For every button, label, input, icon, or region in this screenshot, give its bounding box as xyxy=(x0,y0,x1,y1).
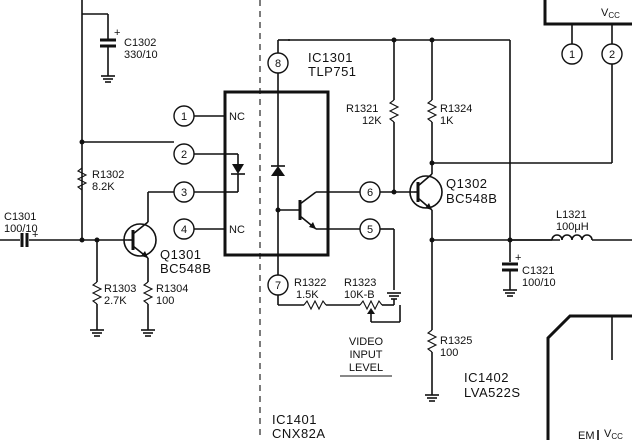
vcc-bottom-sub: CC xyxy=(611,432,623,440)
r1304-value: 100 xyxy=(156,295,174,307)
c1301-plus: + xyxy=(32,229,38,241)
pin-4-label: 4 xyxy=(181,224,187,236)
vcc-bottom-label: VCC xyxy=(604,428,623,440)
r1323-value: 10K-B xyxy=(344,289,375,301)
r1302-value: 8.2K xyxy=(92,181,115,193)
ic1301-led xyxy=(225,153,245,193)
tr-pin-2-label: 2 xyxy=(609,49,615,61)
r1325-ref: R1325 xyxy=(440,335,472,347)
r1321-ref: R1321 xyxy=(346,103,378,115)
c1301-ref: C1301 xyxy=(4,211,36,223)
r1302-ref: R1302 xyxy=(92,169,124,181)
em-label: EM xyxy=(578,430,595,440)
q1301-ref: Q1301 xyxy=(160,247,202,262)
r1303-ref: R1303 xyxy=(104,283,136,295)
c1301-value: 100/10 xyxy=(4,223,38,235)
pin-6-label: 6 xyxy=(367,187,373,199)
vcc-top-label: VCC xyxy=(601,7,620,20)
vcc-top-sub: CC xyxy=(608,11,620,20)
r1323-ref: R1323 xyxy=(344,277,376,289)
l1321-ref: L1321 xyxy=(556,209,587,221)
pin-circles xyxy=(173,43,623,296)
video-label-line1: VIDEO xyxy=(349,336,384,348)
ic1402-part: LVA522S xyxy=(464,385,521,400)
q1301-part: BC548B xyxy=(160,261,211,276)
ic1301-part: TLP751 xyxy=(308,64,357,79)
r1325-value: 100 xyxy=(440,347,458,359)
nc-label-pin4: NC xyxy=(229,224,245,236)
l1321-value: 100μH xyxy=(556,221,589,233)
vcc-bottom-v: V xyxy=(604,428,612,440)
secondary-side-wiring xyxy=(271,0,632,440)
pin-7-label: 7 xyxy=(275,280,281,292)
ic1301-package xyxy=(223,90,330,257)
c1302-ref: C1302 xyxy=(124,37,156,49)
r1321-value: 12K xyxy=(362,115,382,127)
c1302-value: 330/10 xyxy=(124,49,158,61)
c1321-value: 100/10 xyxy=(522,277,556,289)
r1303-value: 2.7K xyxy=(104,295,127,307)
r1322-ref: R1322 xyxy=(294,277,326,289)
ic1401-part: CNX82A xyxy=(272,426,326,440)
c1321-plus: + xyxy=(515,252,521,264)
r1324-ref: R1324 xyxy=(440,103,472,115)
nc-label-pin1: NC xyxy=(229,111,245,123)
ic1301-ref: IC1301 xyxy=(308,50,353,65)
video-label-line3: LEVEL xyxy=(349,362,383,374)
q1302-ref: Q1302 xyxy=(446,176,488,191)
c1321-ref: C1321 xyxy=(522,265,554,277)
vcc-top-v: V xyxy=(601,7,609,19)
video-label-line2: INPUT xyxy=(350,349,383,361)
tr-pin-1-label: 1 xyxy=(569,49,575,61)
ic1401-ref: IC1401 xyxy=(272,412,317,427)
pin-2-label: 2 xyxy=(181,149,187,161)
r1322-value: 1.5K xyxy=(296,289,319,301)
r1324-value: 1K xyxy=(440,115,454,127)
pin-8-label: 8 xyxy=(275,58,281,70)
primary-side-wiring xyxy=(0,0,225,337)
q1302-part: BC548B xyxy=(446,191,497,206)
ic1402-ref: IC1402 xyxy=(464,370,509,385)
pin-3-label: 3 xyxy=(181,187,187,199)
pin-1-label: 1 xyxy=(181,111,187,123)
c1302-plus: + xyxy=(114,27,120,39)
pin-5-label: 5 xyxy=(367,224,373,236)
r1304-ref: R1304 xyxy=(156,283,188,295)
